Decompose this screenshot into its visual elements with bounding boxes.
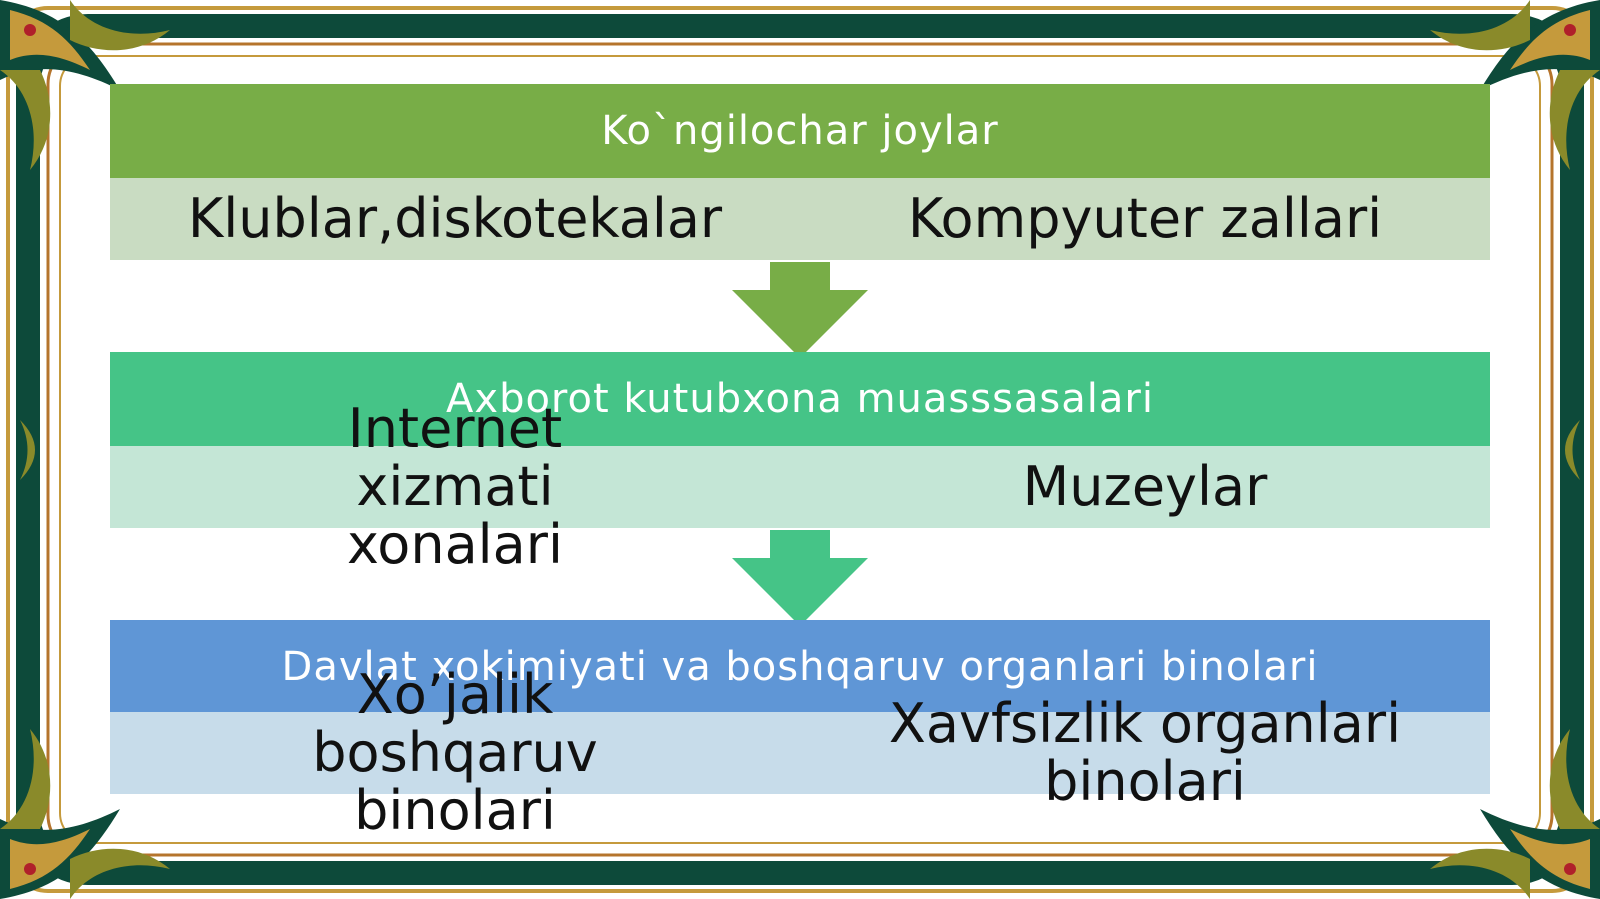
section-header-1: Ko`ngilochar joylar	[110, 84, 1490, 178]
corner-ornament-top-left-icon	[0, 0, 170, 170]
section-2-item-2: Muzeylar	[1022, 455, 1268, 518]
corner-ornament-bottom-right-icon	[1430, 729, 1600, 899]
down-arrow-1-icon	[732, 262, 868, 358]
section-3-item-2: Xavfsizlik organlari binolari	[888, 692, 1402, 813]
section-3-item-1: Xo’jalik boshqaruv binolari	[312, 663, 598, 842]
down-arrow-2-icon	[732, 530, 868, 626]
corner-ornament-bottom-left-icon	[0, 729, 170, 899]
corner-ornament-top-right-icon	[1430, 0, 1600, 170]
section-body-1: Klublar,diskotekalar Kompyuter zallari	[110, 178, 1490, 260]
section-body-3: Xo’jalik boshqaruv binolari Xavfsizlik o…	[110, 666, 1490, 840]
section-header-3: Davlat xokimiyati va boshqaruv organlari…	[110, 620, 1490, 714]
section-1-item-2: Kompyuter zallari	[907, 187, 1383, 250]
section-body-2: Internet xizmati xonalari Muzeylar	[110, 400, 1490, 574]
section-2-item-1: Internet xizmati xonalari	[347, 397, 563, 576]
section-1-item-1: Klublar,diskotekalar	[187, 187, 723, 250]
section-header-2: Axborot kutubxona muasssasalari	[110, 352, 1490, 446]
